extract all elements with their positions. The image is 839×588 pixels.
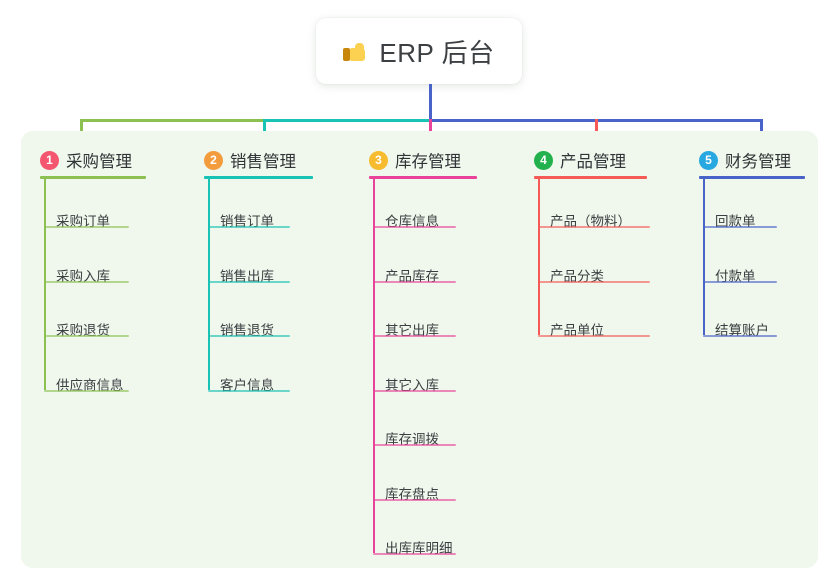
column-badge-1: 1 <box>40 150 59 170</box>
column-header-4[interactable]: 4 产品管理 <box>534 148 626 172</box>
diagram-panel <box>21 131 818 568</box>
column-rule-3 <box>369 176 477 179</box>
leaf-item-label: 供应商信息 <box>56 377 124 393</box>
leaf-item-rule <box>703 280 777 283</box>
column-spine-2 <box>208 179 210 390</box>
leaf-item-label: 产品（物料） <box>550 214 631 229</box>
leaf-item-rule <box>373 444 456 446</box>
leaf-item-rule <box>208 280 290 283</box>
column-spine-1 <box>44 179 46 390</box>
column-title-4: 产品管理 <box>560 153 626 171</box>
leaf-item-label: 销售退货 <box>220 323 274 338</box>
column-rule-1 <box>40 176 146 179</box>
leaf-item-label: 其它入库 <box>385 377 439 393</box>
leaf-item-rule <box>703 335 777 337</box>
column-rule-4 <box>534 176 647 179</box>
thumbs-up-icon <box>343 39 368 63</box>
connector-bus-green <box>80 119 266 122</box>
leaf-item-rule <box>373 280 456 283</box>
column-badge-4: 4 <box>534 150 553 170</box>
leaf-item-rule <box>208 389 290 392</box>
leaf-item-label: 库存调拨 <box>385 432 439 447</box>
leaf-item-label: 回款单 <box>715 214 756 229</box>
column-spine-3 <box>373 179 375 553</box>
column-badge-5: 5 <box>699 150 718 170</box>
column-header-2[interactable]: 2 销售管理 <box>204 148 296 172</box>
leaf-item-label: 销售出库 <box>220 268 274 284</box>
column-header-5[interactable]: 5 财务管理 <box>699 148 791 172</box>
leaf-item-label: 仓库信息 <box>385 214 439 229</box>
leaf-item-label: 采购退货 <box>56 323 110 338</box>
root-node-label: ERP 后台 <box>379 37 495 68</box>
column-title-2: 销售管理 <box>230 153 296 171</box>
leaf-item-rule <box>373 389 456 392</box>
leaf-item-rule <box>208 335 290 337</box>
column-header-1[interactable]: 1 采购管理 <box>40 148 132 172</box>
leaf-item-label: 出库库明细 <box>385 541 453 556</box>
leaf-item-label: 销售订单 <box>220 214 274 229</box>
connector-trunk <box>429 84 432 120</box>
leaf-item-rule <box>208 226 290 228</box>
leaf-item-rule <box>44 280 129 283</box>
leaf-item-rule <box>373 498 456 501</box>
root-node-erp-backend[interactable]: ERP 后台 <box>316 18 522 84</box>
leaf-item-rule <box>538 335 650 337</box>
column-rule-2 <box>204 176 313 179</box>
leaf-item-rule <box>373 226 456 228</box>
leaf-item-label: 产品库存 <box>385 268 439 284</box>
leaf-item-rule <box>373 335 456 337</box>
column-header-3[interactable]: 3 库存管理 <box>369 148 461 172</box>
leaf-item-label: 结算账户 <box>715 323 769 338</box>
leaf-item-rule <box>703 226 777 228</box>
column-rule-5 <box>699 176 805 179</box>
column-badge-3: 3 <box>369 150 388 170</box>
leaf-item-rule <box>538 280 650 283</box>
leaf-item-rule <box>373 553 456 555</box>
leaf-item-label: 其它出库 <box>385 323 439 338</box>
leaf-item-rule <box>44 389 129 392</box>
leaf-item-label: 客户信息 <box>220 377 274 393</box>
leaf-item-label: 库存盘点 <box>385 486 439 502</box>
column-spine-4 <box>538 179 540 335</box>
column-spine-5 <box>703 179 705 335</box>
leaf-item-rule <box>44 226 129 228</box>
leaf-item-label: 产品分类 <box>550 268 604 284</box>
leaf-item-label: 采购入库 <box>56 268 110 284</box>
root-node-content: ERP 后台 <box>343 33 494 70</box>
leaf-item-rule <box>538 226 650 228</box>
leaf-item-label: 付款单 <box>715 268 756 284</box>
leaf-item-rule <box>44 335 129 337</box>
column-title-1: 采购管理 <box>66 153 132 171</box>
column-title-3: 库存管理 <box>395 153 461 171</box>
column-badge-2: 2 <box>204 150 223 170</box>
leaf-item-label: 采购订单 <box>56 214 110 229</box>
column-title-5: 财务管理 <box>725 153 791 171</box>
connector-bus-teal <box>263 119 431 122</box>
leaf-item-label: 产品单位 <box>550 323 604 338</box>
